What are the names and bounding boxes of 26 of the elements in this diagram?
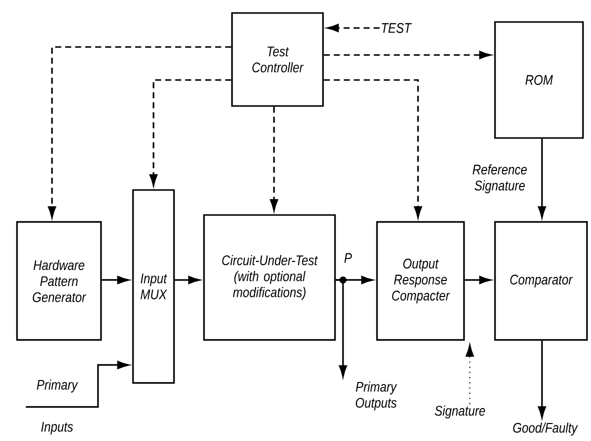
arrow bbox=[149, 79, 232, 186]
signal-label: Primary Inputs bbox=[36, 379, 78, 434]
block-box: Comparator bbox=[494, 221, 588, 341]
signal-label: Signature bbox=[434, 405, 486, 418]
signal-label: TEST bbox=[382, 23, 412, 33]
arrow bbox=[174, 276, 200, 284]
arrow bbox=[48, 46, 232, 218]
arrow bbox=[324, 79, 422, 218]
arrow bbox=[26, 360, 129, 408]
arrow bbox=[327, 24, 380, 32]
signal-label: Good/Faulty bbox=[513, 422, 578, 436]
block-box: Input MUX bbox=[132, 189, 175, 384]
signal-label: Primary Outputs bbox=[356, 381, 398, 410]
block-box: Hardware Pattern Generator bbox=[16, 221, 102, 341]
block-box: Test Controller bbox=[231, 12, 324, 107]
arrow bbox=[270, 106, 278, 211]
arrow bbox=[102, 276, 129, 284]
block-box: ROM bbox=[494, 21, 584, 139]
arrow bbox=[466, 344, 474, 405]
point-label: P bbox=[344, 253, 352, 263]
arrow bbox=[324, 50, 491, 60]
block-box: Circuit-Under-Test (with optional modifications) bbox=[203, 214, 336, 341]
arrow bbox=[538, 138, 546, 218]
edge-label: Reference Signature bbox=[472, 164, 527, 194]
arrow bbox=[464, 276, 491, 284]
block-box: Output Response Compacter bbox=[376, 221, 465, 341]
